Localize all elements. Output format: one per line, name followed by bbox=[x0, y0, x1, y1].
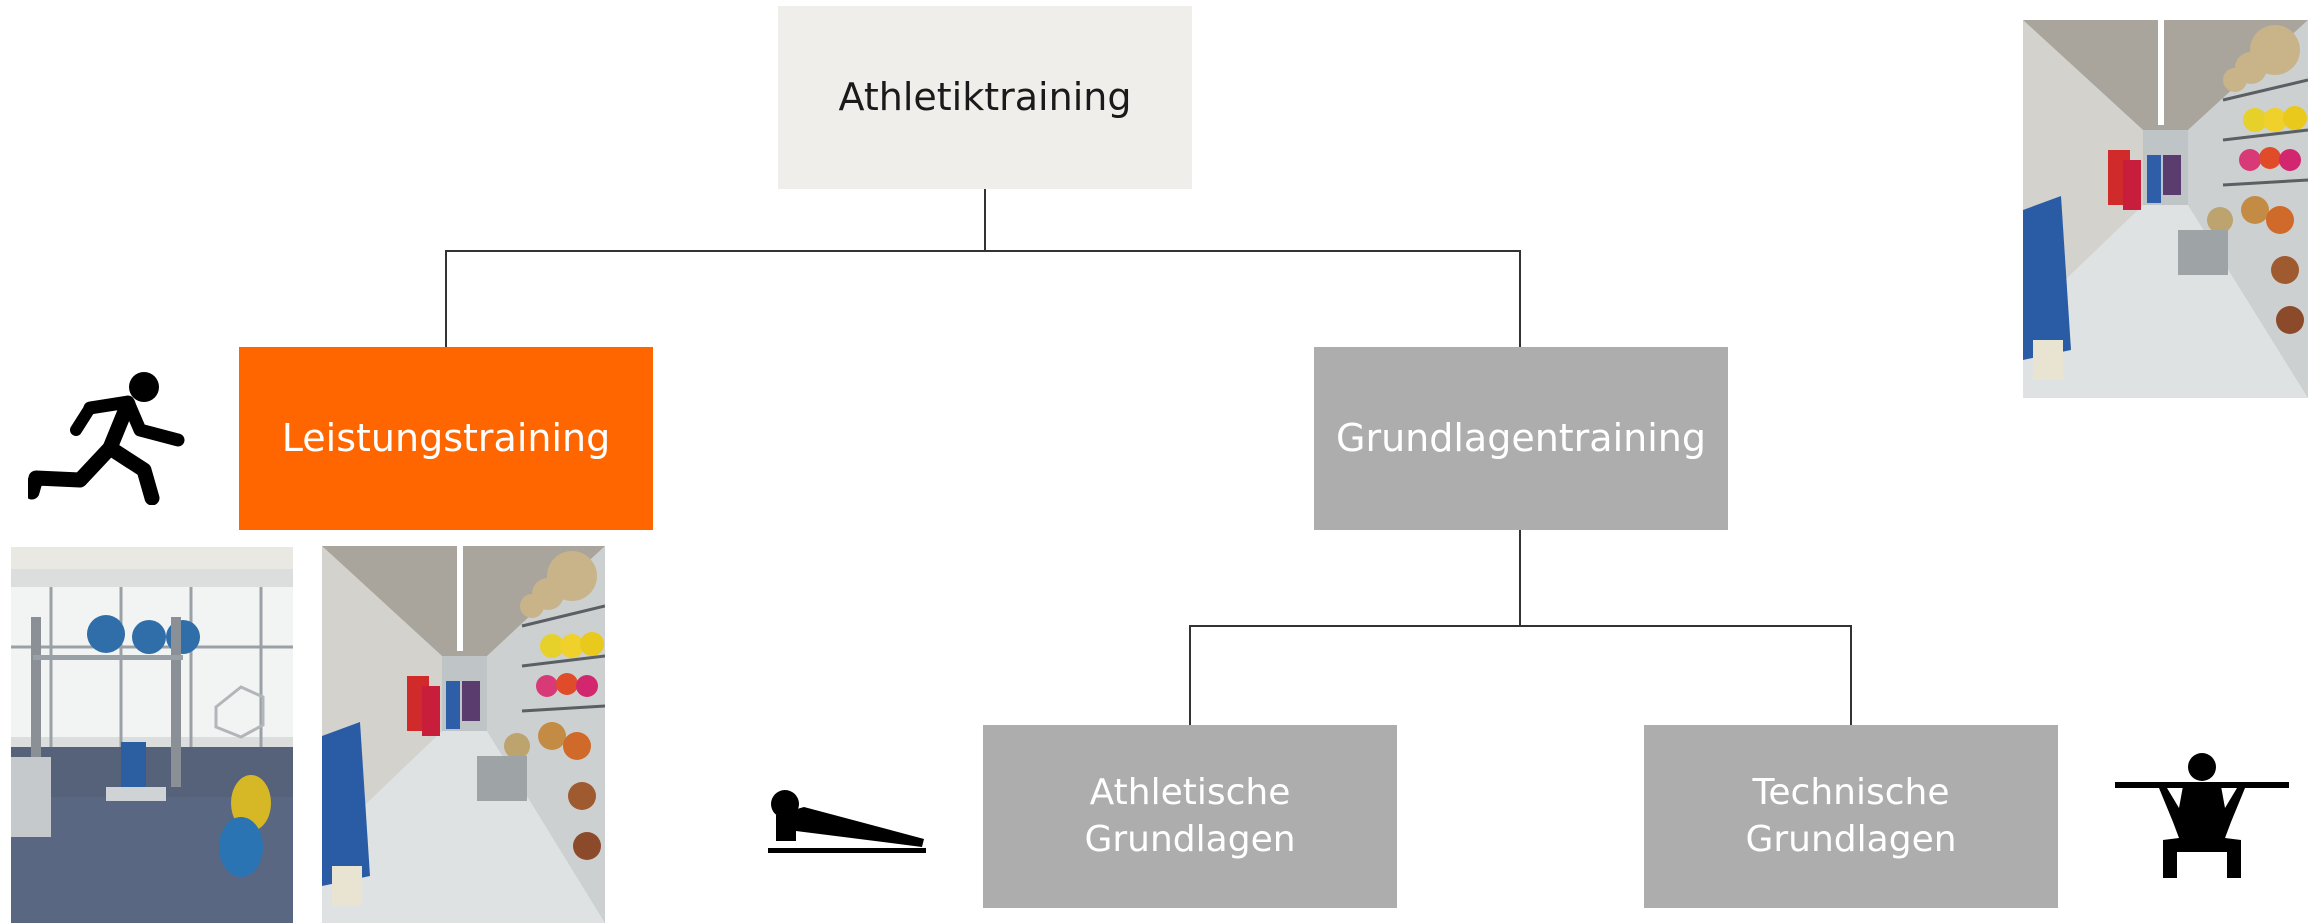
node-athletische-grundlagen-line2: Grundlagen bbox=[1084, 818, 1296, 860]
connector-basic-children bbox=[1189, 625, 1852, 725]
node-grundlagentraining: Grundlagentraining bbox=[1314, 347, 1728, 530]
barbell-squat-icon bbox=[2115, 753, 2289, 878]
plank-exercise-icon bbox=[768, 790, 926, 853]
storage-room-photo-top bbox=[2023, 20, 2308, 398]
gym-photo bbox=[11, 547, 293, 923]
node-athletische-grundlagen: Athletische Grundlagen bbox=[983, 725, 1397, 908]
running-person-icon bbox=[28, 372, 185, 505]
node-athletiktraining: Athletiktraining bbox=[778, 6, 1192, 189]
connector-root-children bbox=[445, 250, 1521, 347]
node-athletiktraining-label: Athletiktraining bbox=[838, 74, 1132, 119]
node-leistungstraining-label: Leistungstraining bbox=[281, 415, 611, 460]
node-grundlagentraining-label: Grundlagentraining bbox=[1336, 415, 1706, 460]
node-technische-grundlagen: Technische Grundlagen bbox=[1644, 725, 2058, 908]
node-leistungstraining: Leistungstraining bbox=[239, 347, 653, 530]
storage-room-photo-bottom bbox=[322, 546, 605, 923]
node-technische-grundlagen-line1: Technische bbox=[1752, 771, 1950, 813]
node-athletische-grundlagen-line1: Athletische bbox=[1089, 771, 1291, 813]
node-technische-grundlagen-line2: Grundlagen bbox=[1745, 818, 1957, 860]
